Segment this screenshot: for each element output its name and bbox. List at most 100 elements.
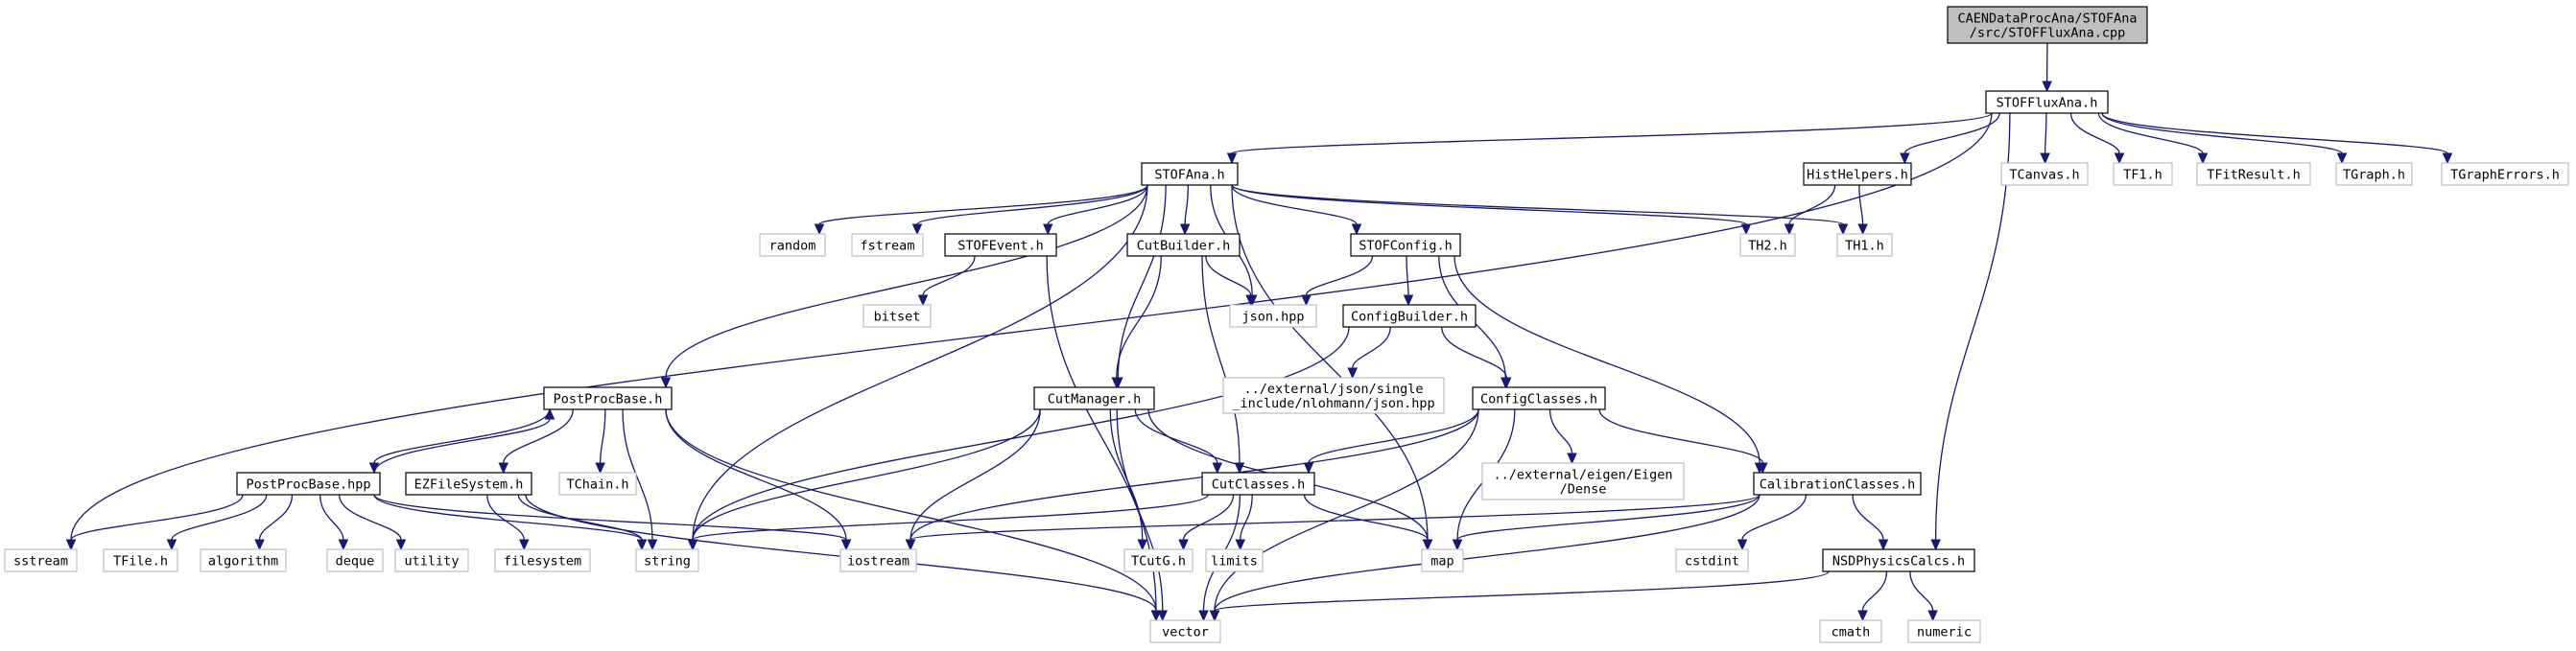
node-label: limits	[1211, 554, 1258, 570]
edge-EZFileSystem_h-to-filesystem	[486, 494, 530, 551]
edge-HistHelpers_h-to-TH2_h	[1784, 184, 1836, 236]
node-label: ConfigBuilder.h	[1351, 310, 1468, 325]
node-PostProcBase-h[interactable]: PostProcBase.h	[543, 386, 673, 410]
edge-PostProcBase_hpp-to-iostream	[373, 494, 852, 551]
node-box	[1342, 304, 1477, 328]
node-label: TGraph.h	[2343, 168, 2405, 183]
edge-STOFAna_h-to-PostProcBase_h	[660, 184, 1148, 389]
node-box	[1201, 472, 1315, 496]
node-CutBuilder-h[interactable]: CutBuilder.h	[1126, 233, 1241, 257]
edge-STOFFluxAna_h-to-TGraph_h	[2101, 112, 2348, 165]
node-label: STOFFluxAna.h	[1997, 96, 2098, 111]
node-HistHelpers-h[interactable]: HistHelpers.h	[1803, 162, 1912, 186]
node-label: PostProcBase.h	[554, 392, 663, 407]
node-random: random	[759, 233, 826, 257]
edge-STOFFluxAna_h-to-STOFAna_h	[1226, 112, 1993, 165]
node-box	[1947, 6, 2148, 44]
edge-STOFConfig_h-to-CalibrationClasses_h	[1453, 255, 1765, 475]
node-label: string	[644, 554, 691, 570]
edge-STOFFluxAna_h-to-TFitResult_h	[2097, 112, 2209, 165]
edge-PostProcBase_hpp-to-string	[373, 494, 648, 551]
edge-STOFAna_h-to-TH2_h	[1231, 184, 1752, 236]
node-filesystem: filesystem	[494, 548, 591, 572]
node-label: ../external/eigen/Eigen	[1494, 468, 1673, 483]
node-box	[326, 548, 384, 572]
node-TCutG-h: TCutG.h	[1123, 548, 1193, 572]
edge-NSDPhysicsCalcs_h-to-numeric	[1909, 570, 1938, 622]
node-label: TChain.h	[566, 477, 628, 493]
edge-CutClasses_h-to-string	[687, 494, 1209, 551]
edge-CutManager_h-to-TCutG_h	[1109, 408, 1148, 551]
edge-ConfigClasses_h-to-iostream	[905, 408, 1479, 551]
node-STOFConfig-h[interactable]: STOFConfig.h	[1350, 233, 1461, 257]
node-STOFFluxAna-h[interactable]: STOFFluxAna.h	[1985, 90, 2109, 114]
node-sstream: sstream	[4, 548, 78, 572]
node-TFitResult-h: TFitResult.h	[2196, 162, 2311, 186]
node-STOFAna-h[interactable]: STOFAna.h	[1141, 162, 1239, 186]
edge-root-to-STOFFluxAna_h	[2042, 42, 2052, 93]
node-box	[1222, 377, 1445, 414]
node-NSDPhysicsCalcs-h[interactable]: NSDPhysicsCalcs.h	[1822, 548, 1975, 572]
edge-ConfigClasses_h-to-ext_eigen	[1548, 408, 1577, 465]
node-CutClasses-h[interactable]: CutClasses.h	[1201, 472, 1315, 496]
edge-STOFAna_h-to-random	[814, 184, 1148, 236]
node-TF1-h: TF1.h	[2113, 162, 2173, 186]
node-box	[1753, 472, 1922, 496]
node-STOFEvent-h[interactable]: STOFEvent.h	[944, 233, 1057, 257]
node-CutManager-h[interactable]: CutManager.h	[1033, 386, 1155, 410]
edge-PostProcBase_hpp-to-utility	[338, 494, 407, 551]
node-root[interactable]: CAENDataProcAna/STOFAna/src/STOFFluxAna.…	[1947, 6, 2148, 44]
node-ConfigClasses-h[interactable]: ConfigClasses.h	[1472, 386, 1606, 410]
edge-HistHelpers_h-to-TH1_h	[1857, 184, 1868, 236]
node-box	[635, 548, 699, 572]
node-json-hpp: json.hpp	[1229, 304, 1317, 328]
node-box	[1033, 386, 1155, 410]
edge-STOFAna_h-to-STOFConfig_h	[1231, 184, 1362, 236]
node-ext-json: ../external/json/single_include/nlohmann…	[1222, 377, 1445, 414]
node-label: STOFConfig.h	[1359, 239, 1453, 254]
node-EZFileSystem-h[interactable]: EZFileSystem.h	[405, 472, 532, 496]
node-label: vector	[1162, 625, 1209, 640]
node-label: map	[1430, 554, 1453, 570]
node-ConfigBuilder-h[interactable]: ConfigBuilder.h	[1342, 304, 1477, 328]
node-label: sstream	[13, 554, 68, 570]
edge-STOFAna_h-to-STOFEvent_h	[1042, 184, 1148, 236]
node-box	[1907, 619, 1981, 643]
node-label: TCutG.h	[1131, 554, 1186, 570]
node-label: NSDPhysicsCalcs.h	[1832, 554, 1965, 570]
node-string: string	[635, 548, 699, 572]
node-label: STOFAna.h	[1154, 168, 1224, 183]
node-label: ../external/json/single	[1244, 382, 1424, 397]
node-label: TH2.h	[1748, 239, 1787, 254]
node-PostProcBase-hpp[interactable]: PostProcBase.hpp	[236, 472, 381, 496]
node-label: algorithm	[208, 554, 278, 570]
node-box	[1739, 233, 1796, 257]
edge-STOFAna_h-to-CutBuilder_h	[1179, 184, 1191, 236]
edge-CalibrationClasses_h-to-map	[1452, 494, 1761, 551]
node-CalibrationClasses-h[interactable]: CalibrationClasses.h	[1753, 472, 1922, 496]
edge-CalibrationClasses_h-to-cstdint	[1737, 494, 1808, 551]
node-label: TH1.h	[1845, 239, 1884, 254]
node-label: HistHelpers.h	[1807, 168, 1908, 183]
node-box	[944, 233, 1057, 257]
node-box	[1675, 548, 1749, 572]
edge-NSDPhysicsCalcs_h-to-cmath	[1857, 570, 1888, 622]
node-label: /Dense	[1560, 482, 1607, 498]
node-box	[1126, 233, 1241, 257]
node-label: STOFEvent.h	[957, 239, 1043, 254]
edge-PostProcBase_h-to-vector	[665, 408, 1162, 622]
node-vector: vector	[1149, 619, 1221, 643]
node-label: CutBuilder.h	[1137, 239, 1231, 254]
node-box	[1819, 619, 1882, 643]
edge-ConfigClasses_h-to-CalibrationClasses_h	[1598, 408, 1768, 475]
edge-ConfigBuilder_h-to-ext_json	[1347, 326, 1391, 380]
node-TH2-h: TH2.h	[1739, 233, 1796, 257]
edge-PostProcBase_hpp-to-PostProcBase_h	[373, 407, 555, 474]
edge-STOFFluxAna_h-to-NSDPhysicsCalcs_h	[1930, 112, 2011, 551]
node-box	[1421, 548, 1464, 572]
edge-STOFFluxAna_h-to-TF1_h	[2069, 112, 2125, 165]
node-label: CutClasses.h	[1212, 477, 1306, 493]
edge-PostProcBase_hpp-to-algorithm	[254, 494, 294, 551]
node-TGraph-h: TGraph.h	[2335, 162, 2413, 186]
node-deque: deque	[326, 548, 384, 572]
